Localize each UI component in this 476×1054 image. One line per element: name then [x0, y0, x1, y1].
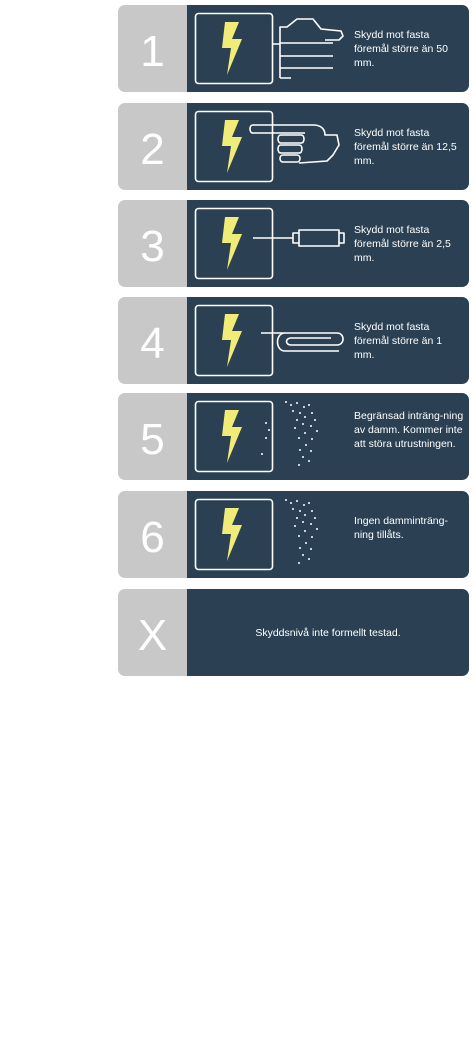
ip-level-row-x: X Skyddsnivå inte formellt testad.	[118, 589, 469, 676]
ip-level-row-4: 4 Skydd mot fasta föremål större än 1 mm…	[118, 297, 469, 384]
screwdriver-icon	[194, 207, 345, 280]
level-description: Skydd mot fasta föremål större än 2,5 mm…	[354, 224, 451, 264]
level-panel: Begränsad inträng-ning av damm. Kommer i…	[187, 393, 469, 480]
level-description: Begränsad inträng-ning av damm. Kommer i…	[354, 410, 464, 450]
level-panel: Skydd mot fasta föremål större än 2,5 mm…	[187, 200, 469, 287]
finger-icon	[194, 110, 340, 183]
level-panel: Skydd mot fasta föremål större än 50 mm.	[187, 5, 469, 92]
level-panel: Skydd mot fasta föremål större än 12,5 m…	[187, 103, 469, 190]
level-panel: Ingen damminträng-ning tillåts.	[187, 491, 469, 578]
level-description: Ingen damminträng-ning tillåts.	[354, 515, 448, 541]
level-number: 3	[118, 200, 187, 287]
level-description: Skydd mot fasta föremål större än 50 mm.	[354, 29, 448, 69]
level-number: 4	[118, 297, 187, 384]
ip-level-row-5: 5 Begränsad inträng-ning av damm. Kommer…	[118, 393, 469, 480]
ip-level-row-3: 3 Skydd mot fasta föremål större än 2,5 …	[118, 200, 469, 287]
ip-level-row-6: 6 Ingen damminträng-ning tillåts.	[118, 491, 469, 578]
level-number: X	[118, 589, 187, 676]
level-number: 5	[118, 393, 187, 480]
level-number: 6	[118, 491, 187, 578]
level-number: 2	[118, 103, 187, 190]
ip-level-row-2: 2 Skydd mot fasta föremål större än 12,5…	[118, 103, 469, 190]
level-description: Skydd mot fasta föremål större än 12,5 m…	[354, 127, 457, 167]
level-number: 1	[118, 5, 187, 92]
dust-icon	[194, 498, 318, 571]
level-description: Skydd mot fasta föremål större än 1 mm.	[354, 321, 443, 361]
paperclip-icon	[194, 304, 344, 377]
level-panel: Skydd mot fasta föremål större än 1 mm.	[187, 297, 469, 384]
ip-level-row-1: 1 Skydd mot fasta föremål större än 50 m…	[118, 5, 469, 92]
hand-icon	[194, 12, 344, 85]
level-panel: Skyddsnivå inte formellt testad.	[187, 589, 469, 676]
level-description: Skyddsnivå inte formellt testad.	[255, 626, 401, 639]
dust-icon	[194, 400, 318, 473]
